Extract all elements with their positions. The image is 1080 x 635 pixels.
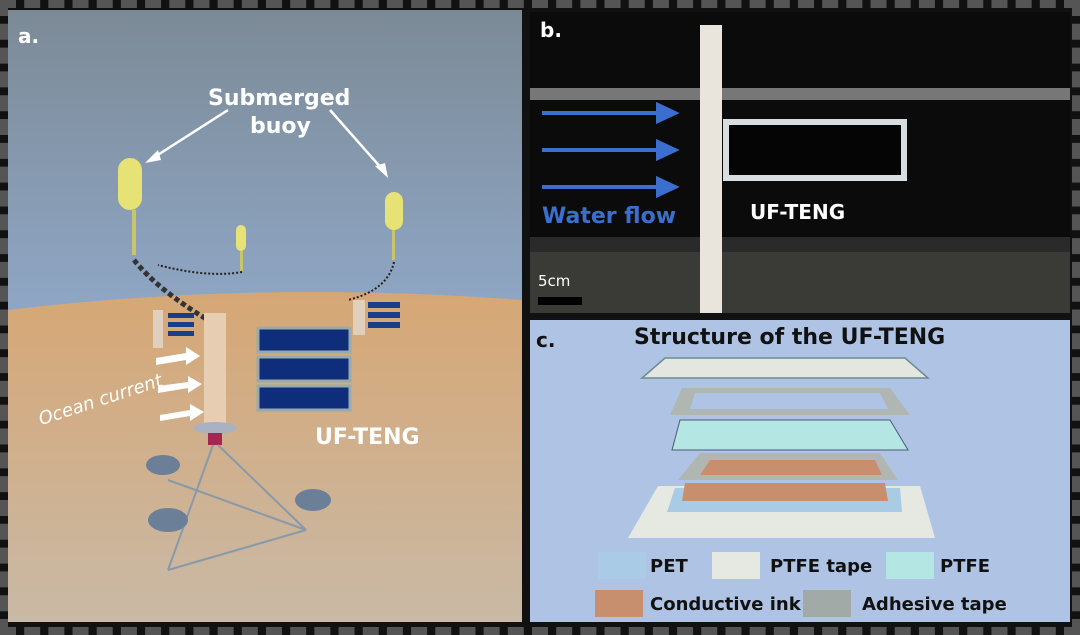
ufteng-label-a: UF-TENG <box>315 425 420 450</box>
buoy-label-line1: Submerged <box>208 86 351 111</box>
legend-swatch-ptfe <box>886 552 934 579</box>
legend-swatch-adhesive-tape <box>803 590 851 617</box>
panel-a-ocean-scene: a. Submerged buoy Ocean current UF-TENG <box>8 10 522 622</box>
panel-c-structure: c. Structure of the UF-TENG PET PTFE tap… <box>530 320 1070 622</box>
scale-bar <box>538 297 582 305</box>
water-flow-label: Water flow <box>542 204 677 229</box>
panel-a-label: a. <box>18 24 40 48</box>
ufteng-pole <box>204 313 226 425</box>
scale-label: 5cm <box>538 272 571 290</box>
layer-ptfe <box>671 419 909 451</box>
buoy-right <box>385 192 403 260</box>
panel-b-label: b. <box>540 18 562 42</box>
legend-label-ptfe-tape: PTFE tape <box>770 556 873 577</box>
panel-b-photo: b. Water flow UF-TENG 5cm <box>530 12 1070 313</box>
ufteng-label-b: UF-TENG <box>750 200 846 224</box>
water-flow-arrows <box>542 101 680 199</box>
buoy-left <box>118 158 142 255</box>
ocean-scene-illustration <box>8 10 522 622</box>
panel-c-label: c. <box>536 328 556 352</box>
legend-label-conductive-ink: Conductive ink <box>650 594 801 615</box>
legend-swatch-pet <box>598 552 646 579</box>
photo-pole <box>700 25 722 313</box>
legend-swatch-conductive-ink <box>595 590 643 617</box>
buoy-middle <box>236 225 246 271</box>
structure-title: Structure of the UF-TENG <box>634 325 946 350</box>
legend-label-adhesive-tape: Adhesive tape <box>862 594 1007 615</box>
exploded-layer-diagram <box>628 357 935 538</box>
buoy-label-line2: buoy <box>250 114 311 139</box>
layer-top-ptfe-tape <box>639 357 931 379</box>
legend-label-ptfe: PTFE <box>940 556 991 577</box>
water-tank-photo <box>530 12 1070 313</box>
legend-swatch-ptfe-tape <box>712 552 760 579</box>
legend-label-pet: PET <box>650 556 688 577</box>
